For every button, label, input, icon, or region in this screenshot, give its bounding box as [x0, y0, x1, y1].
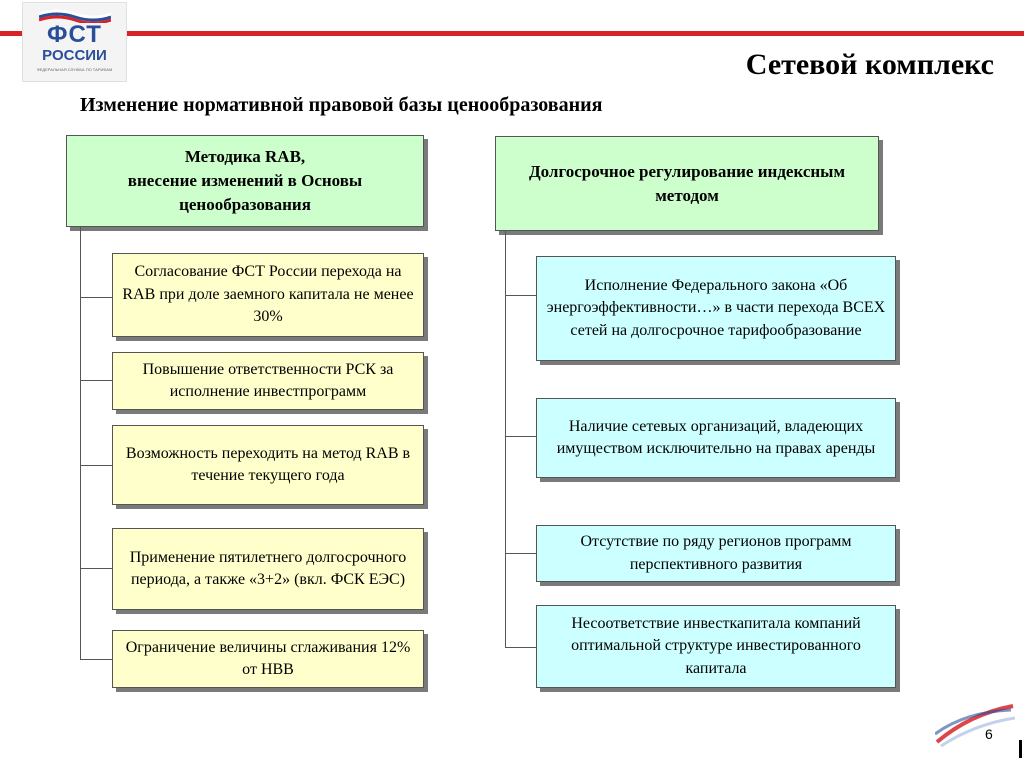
right-item-4: Несоответствие инвесткапитала компаний о… — [536, 605, 896, 688]
left-header-box: Методика RAB, внесение изменений в Основ… — [66, 135, 424, 227]
logo-country: РОССИИ — [23, 47, 126, 64]
left-item-5: Ограничение величины сглаживания 12% от … — [112, 630, 424, 688]
left-item-4: Применение пятилетнего долгосрочного пер… — [112, 528, 424, 610]
left-connector-trunk — [80, 227, 81, 660]
page-number: 6 — [985, 726, 993, 742]
right-connector-1 — [505, 295, 536, 296]
right-connector-4 — [505, 647, 536, 648]
fst-logo: ФСТ РОССИИ ФЕДЕРАЛЬНАЯ СЛУЖБА ПО ТАРИФАМ — [22, 2, 127, 82]
right-connector-3 — [505, 553, 536, 554]
left-item-1: Согласование ФСТ России перехода на RAB … — [112, 253, 424, 337]
header-rule-left — [0, 31, 22, 36]
right-connector-trunk — [505, 231, 506, 648]
page-title: Сетевой комплекс — [746, 48, 994, 82]
left-connector-5 — [80, 659, 112, 660]
left-item-3: Возможность переходить на метод RAB в те… — [112, 425, 424, 505]
logo-name: ФСТ — [23, 21, 126, 49]
left-connector-2 — [80, 380, 112, 381]
right-connector-2 — [505, 436, 536, 437]
left-connector-4 — [80, 568, 112, 569]
page-subtitle: Изменение нормативной правовой базы цено… — [80, 94, 602, 117]
header-rule — [127, 31, 1024, 36]
left-connector-1 — [80, 297, 112, 298]
swoosh-decoration-icon — [935, 700, 1015, 748]
left-item-2: Повышение ответственности РСК за исполне… — [112, 352, 424, 410]
right-item-1: Исполнение Федерального закона «Об энерг… — [536, 256, 896, 361]
right-item-2: Наличие сетевых организаций, владеющих и… — [536, 398, 896, 478]
left-connector-3 — [80, 465, 112, 466]
right-header-box: Долгосрочное регулирование индексным мет… — [495, 136, 879, 231]
edge-marker — [1019, 740, 1022, 758]
logo-tagline: ФЕДЕРАЛЬНАЯ СЛУЖБА ПО ТАРИФАМ — [23, 67, 126, 72]
right-item-3: Отсутствие по ряду регионов программ пер… — [536, 525, 896, 582]
